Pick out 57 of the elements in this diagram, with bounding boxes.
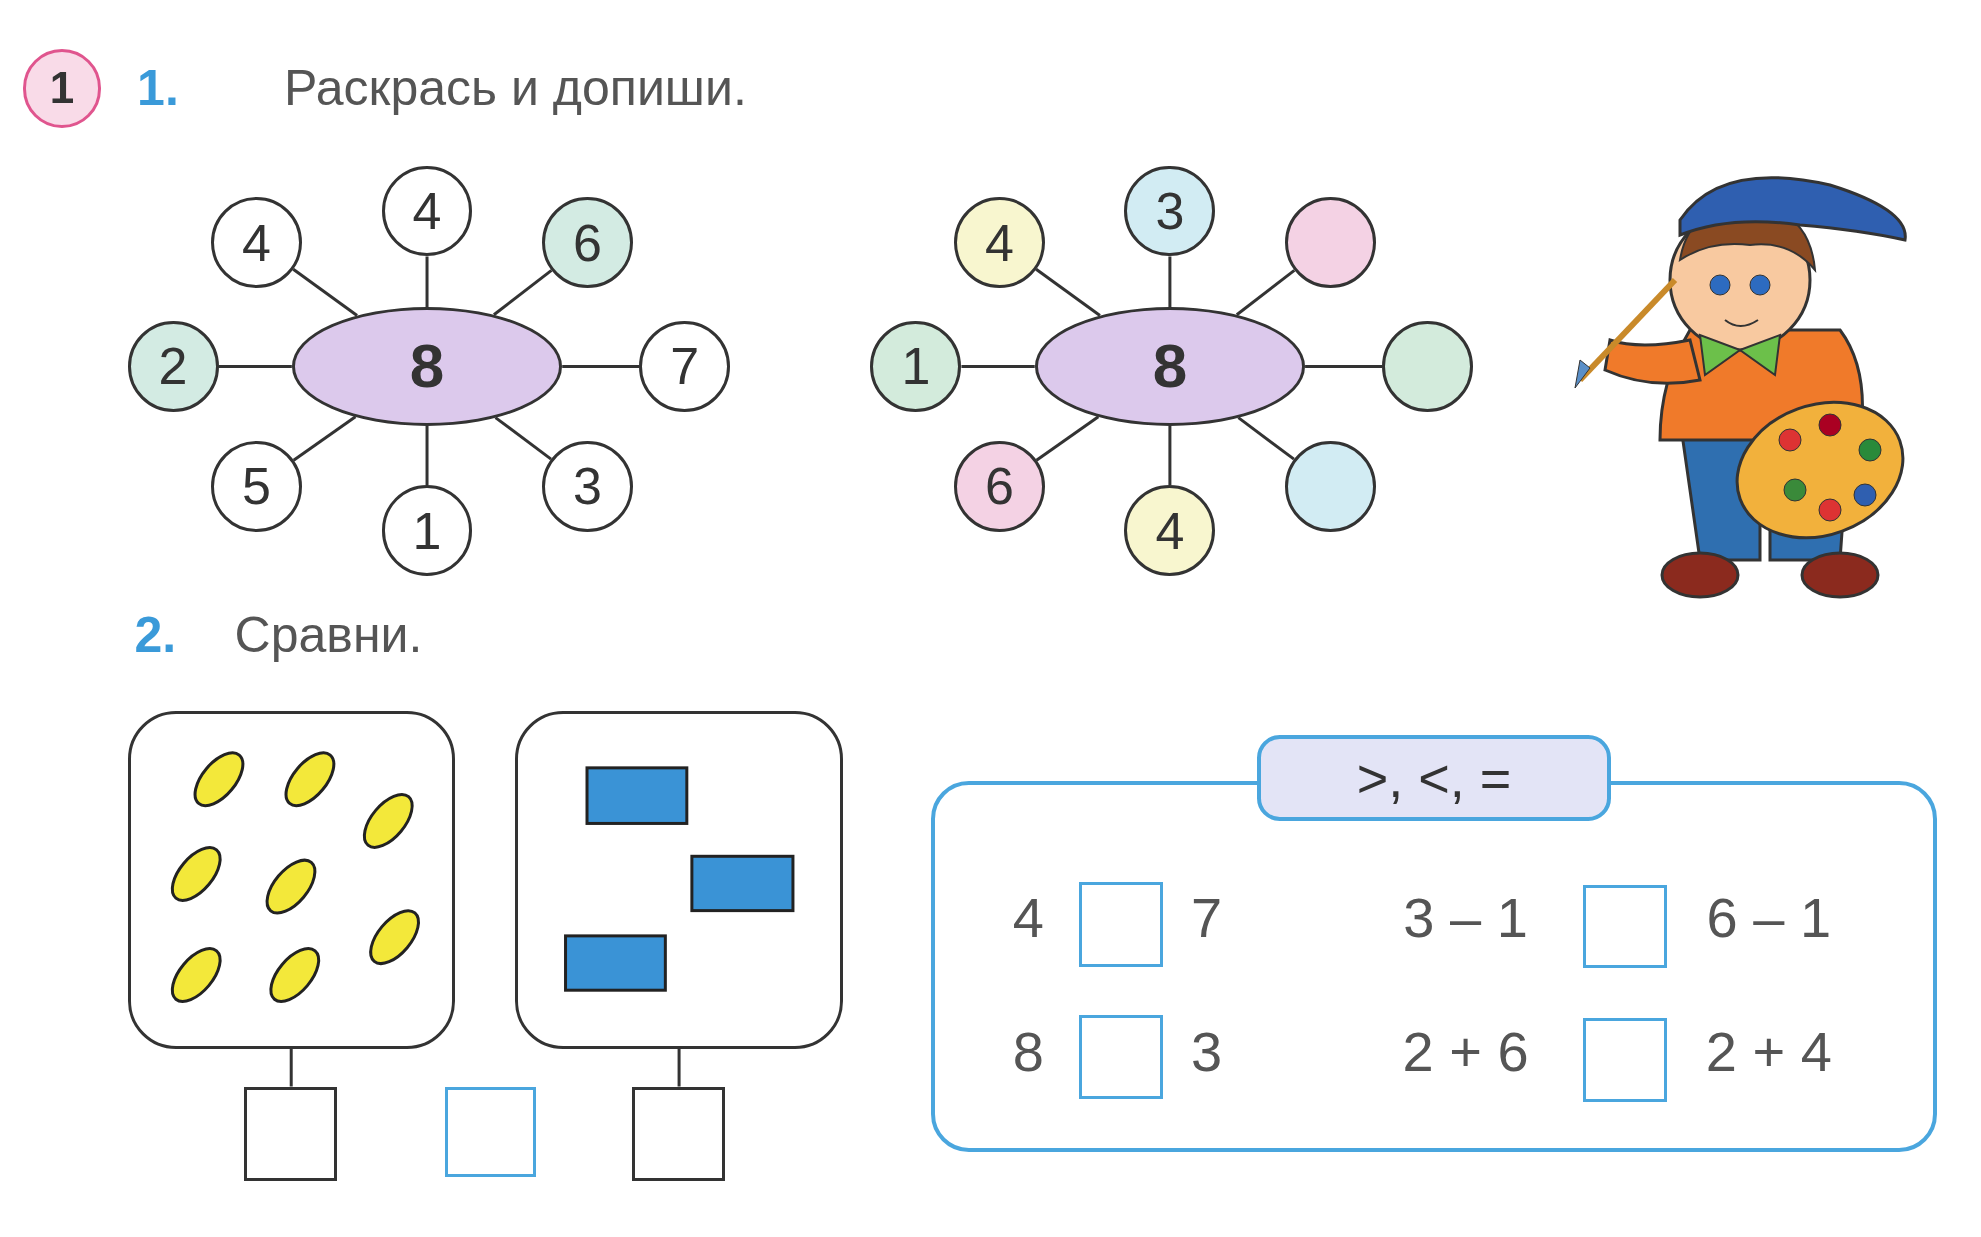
picture-frame	[515, 711, 843, 1049]
connector-line	[1305, 364, 1383, 368]
answer-box	[1079, 882, 1163, 967]
connector-line	[1035, 415, 1100, 462]
number: 4	[984, 216, 1014, 269]
connector-line	[289, 1048, 293, 1087]
sign-tab	[1257, 735, 1611, 822]
connector-line	[677, 1048, 681, 1087]
task-number: 1.	[137, 63, 179, 114]
expression: 3 – 1	[1403, 890, 1528, 947]
answer-box	[1583, 884, 1667, 968]
answer-box	[444, 1086, 536, 1178]
connector-line	[494, 416, 552, 461]
number: 3	[1155, 184, 1185, 237]
connector-line	[425, 425, 429, 486]
connector-line	[1035, 268, 1101, 317]
answer-box	[243, 1086, 338, 1182]
number: 7	[1190, 890, 1223, 947]
answer-box	[1583, 1018, 1667, 1102]
number: 4	[412, 184, 442, 237]
number: 3	[573, 460, 602, 513]
connector-line	[1235, 269, 1296, 316]
number: 7	[670, 340, 700, 393]
number: 1	[412, 504, 442, 557]
picture-frame	[127, 711, 455, 1049]
number: 1	[901, 340, 931, 393]
number: 6	[573, 216, 602, 269]
expression: 2 + 6	[1402, 1024, 1529, 1081]
number: 5	[242, 460, 271, 513]
connector-line	[961, 364, 1035, 368]
task-number: 1	[49, 66, 75, 111]
expression: 2 + 4	[1705, 1024, 1832, 1081]
connector-line	[425, 256, 429, 307]
task-instruction: Раскрась и допиши.	[284, 63, 747, 114]
task-number: 2.	[134, 610, 177, 661]
number: 4	[1012, 890, 1044, 947]
connector-line	[292, 415, 357, 462]
number: 8	[1152, 335, 1188, 398]
task-instruction: Сравни.	[234, 610, 423, 661]
number: 2	[158, 340, 188, 393]
answer-box	[1079, 1014, 1163, 1100]
answer-box	[631, 1086, 726, 1182]
number: 4	[1155, 504, 1185, 557]
connector-line	[218, 364, 292, 368]
connector-line	[1168, 425, 1172, 486]
connector-line	[1168, 256, 1172, 307]
number: 3	[1190, 1024, 1223, 1081]
connector-line	[1237, 416, 1295, 461]
comparison-signs: >, <, =	[1356, 751, 1512, 806]
number: 6	[984, 460, 1014, 513]
number: 4	[242, 216, 271, 269]
connector-line	[493, 269, 553, 316]
connector-line	[292, 268, 358, 317]
number: 8	[1012, 1024, 1044, 1081]
connector-line	[562, 364, 640, 368]
number: 8	[409, 335, 445, 398]
expression: 6 – 1	[1706, 890, 1832, 947]
